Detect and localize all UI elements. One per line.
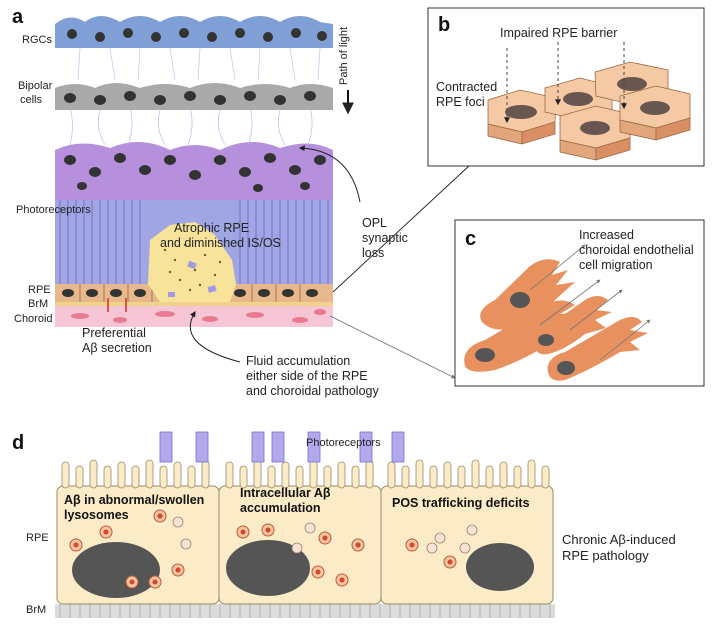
label-preferential-2: Aβ secretion xyxy=(82,341,152,355)
segment-fragments xyxy=(168,260,217,297)
label-rpe: RPE xyxy=(28,284,51,296)
rgc-nuclei xyxy=(67,28,327,42)
abeta-lysosomes xyxy=(69,509,457,589)
atrophy-debris xyxy=(163,243,222,292)
segment-stripes xyxy=(59,192,329,284)
panel-d xyxy=(55,431,555,618)
label-opl-1: OPL xyxy=(362,216,388,230)
label-cell2-title-1: Intracellular Aβ xyxy=(240,486,331,500)
panel-label-d: d xyxy=(12,432,25,454)
microvilli xyxy=(61,459,550,489)
label-opl-3: loss xyxy=(362,246,385,260)
label-bipolar-1: Bipolar xyxy=(18,80,53,92)
label-cell1-title-1: Aβ in abnormal/swollen xyxy=(64,493,205,507)
fluid-arrow xyxy=(189,310,241,363)
photoreceptor-nuclei xyxy=(64,153,326,192)
abeta-cores xyxy=(73,513,453,585)
bipolar-nuclei xyxy=(64,91,316,105)
panel-b xyxy=(427,7,705,167)
label-opl-2: synaptic xyxy=(362,231,408,245)
label-cell1-title-2: lysosomes xyxy=(64,508,129,522)
label-increased-3: cell migration xyxy=(579,258,653,272)
abeta-secretion-arrows xyxy=(107,298,127,312)
label-chronic-1: Chronic Aβ-induced xyxy=(562,532,676,547)
barrier-arrows xyxy=(504,42,627,124)
panel-a-retina xyxy=(55,16,471,379)
label-increased-2: choroidal endothelial xyxy=(579,243,694,257)
label-fluid-2: either side of the RPE xyxy=(246,369,368,383)
panel-label-c: c xyxy=(465,228,477,250)
label-contracted-1: Contracted xyxy=(436,80,498,94)
panel-label-a: a xyxy=(12,6,24,28)
label-impaired-barrier: Impaired RPE barrier xyxy=(500,26,618,40)
label-choroid: Choroid xyxy=(14,313,53,325)
migration-arrows xyxy=(529,244,651,361)
connector-to-c xyxy=(329,315,456,379)
label-d-photoreceptors: Photoreceptors xyxy=(306,437,381,449)
label-brm: BrM xyxy=(28,298,49,310)
panel-c xyxy=(454,219,705,387)
panel-label-b: b xyxy=(438,14,451,36)
label-cell2-title-2: accumulation xyxy=(240,501,321,515)
ipl-dendrites xyxy=(77,47,321,81)
label-contracted-2: RPE foci xyxy=(436,95,485,109)
choroid-layer xyxy=(55,305,333,327)
label-bipolar-2: cells xyxy=(20,94,43,106)
label-atrophic-2: and diminished IS/OS xyxy=(160,236,281,250)
label-preferential-1: Preferential xyxy=(82,326,146,340)
label-d-brm: BrM xyxy=(26,604,47,616)
opl-loss-arrow xyxy=(298,145,361,203)
label-d-rpe: RPE xyxy=(26,532,49,544)
label-atrophic-1: Atrophic RPE xyxy=(174,221,250,235)
label-rgcs: RGCs xyxy=(22,34,52,46)
rgc-layer xyxy=(55,16,333,48)
outer-segments xyxy=(159,431,405,463)
endothelial-nuclei xyxy=(475,292,575,375)
label-chronic-2: RPE pathology xyxy=(562,548,649,563)
label-cell3-title: POS trafficking deficits xyxy=(392,496,530,510)
empty-vesicles xyxy=(172,516,478,554)
choroid-vessels xyxy=(71,309,326,323)
connector-to-b xyxy=(332,164,471,293)
label-increased-1: Increased xyxy=(579,228,634,242)
label-path-of-light: Path of light xyxy=(338,26,350,85)
brm-fibers xyxy=(59,604,551,618)
opl-dendrites xyxy=(69,107,313,146)
brm-layer xyxy=(55,302,333,306)
label-fluid-1: Fluid accumulation xyxy=(246,354,351,368)
label-photoreceptors: Photoreceptors xyxy=(16,204,91,216)
label-fluid-3: and choroidal pathology xyxy=(246,384,379,398)
